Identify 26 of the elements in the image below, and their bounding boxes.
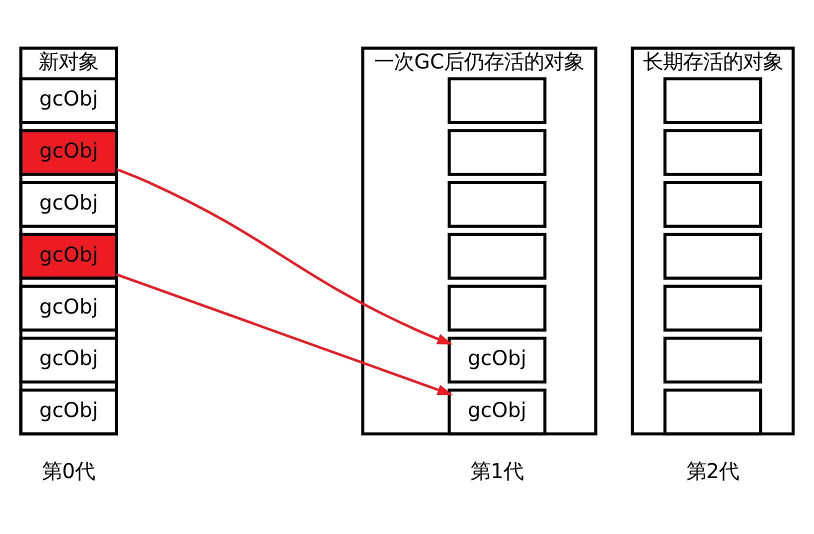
node-box: [663, 336, 762, 383]
node-box: gcObj: [19, 128, 118, 176]
node-box: [663, 76, 762, 124]
node-box: gcObj: [448, 388, 546, 435]
node-box: [448, 76, 546, 124]
node-box: gcObj: [19, 232, 118, 280]
node-box: [448, 180, 546, 228]
node-box: [663, 388, 762, 435]
node-label: 第2代: [686, 458, 740, 483]
node-box: gcObj: [19, 180, 118, 228]
node-box: gcObj: [19, 388, 118, 435]
node-box: gcObj: [19, 284, 118, 332]
node-box: [448, 284, 546, 332]
node-box: [663, 128, 762, 176]
node-box: [663, 180, 762, 228]
node-box: [663, 284, 762, 332]
arrow: [116, 168, 453, 344]
node-label: 第0代: [42, 458, 96, 483]
node-label: 第1代: [470, 458, 524, 483]
arrow: [116, 272, 453, 395]
node-box: [663, 232, 762, 280]
node-box: [448, 232, 546, 280]
node-box: gcObj: [19, 336, 118, 383]
node-box: gcObj: [19, 76, 118, 124]
node-box: [448, 128, 546, 176]
node-box: gcObj: [448, 336, 546, 383]
